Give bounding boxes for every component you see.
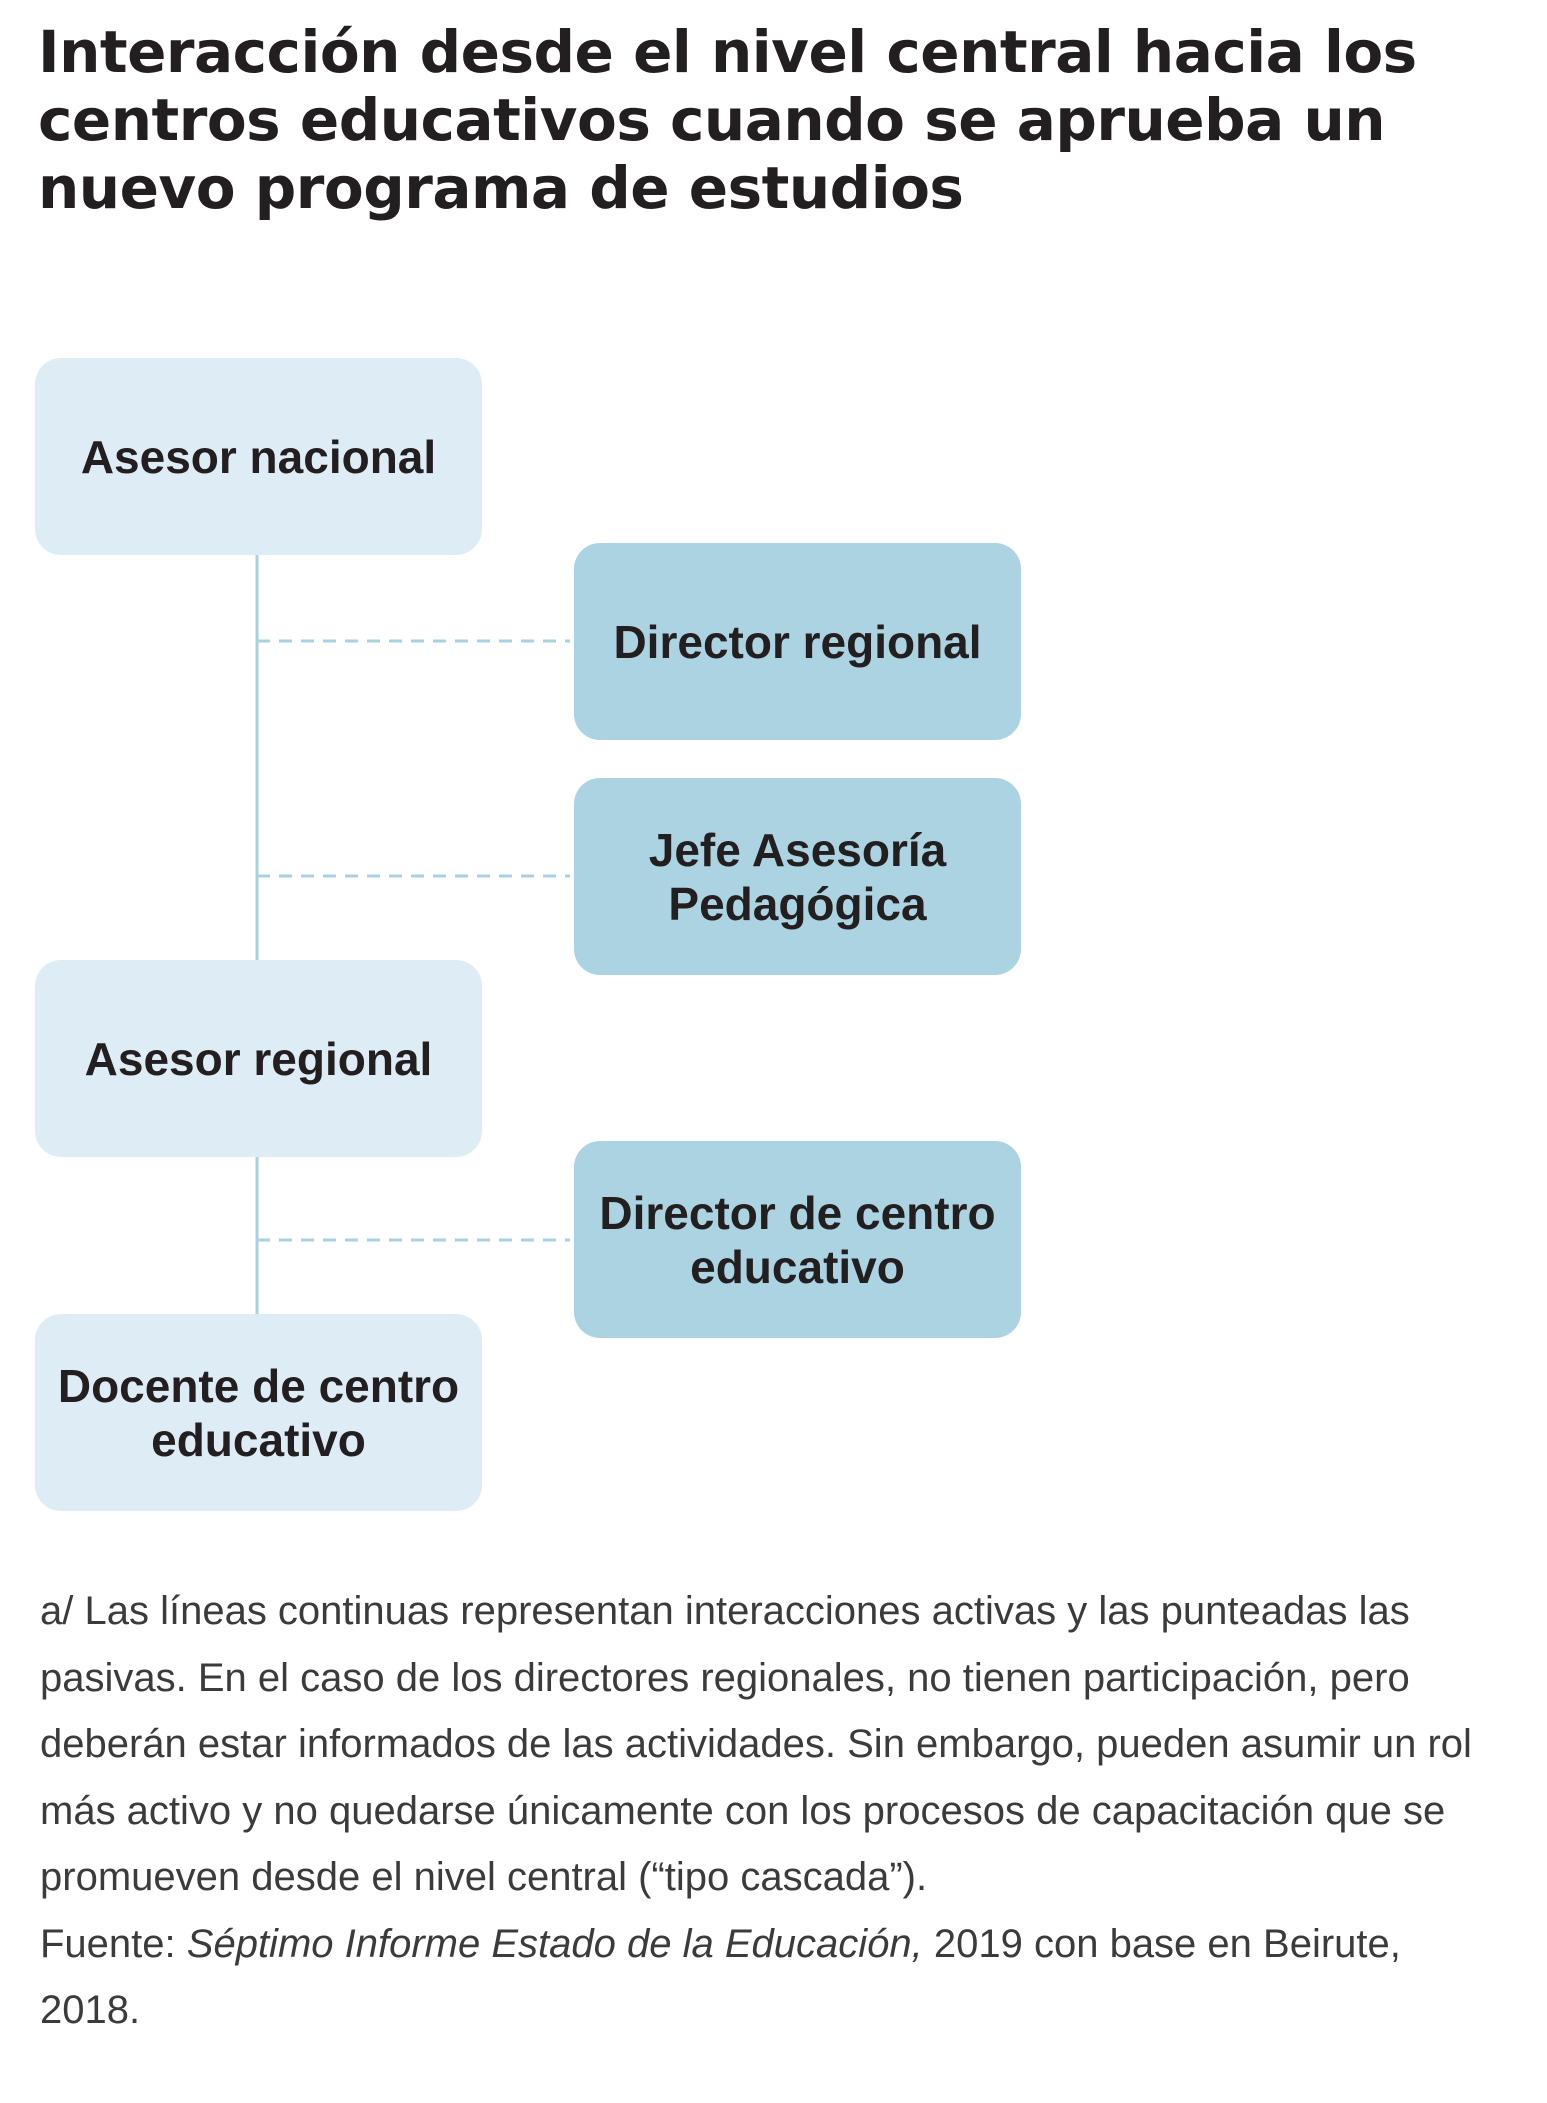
- node-label: Jefe Asesoría Pedagógica: [648, 823, 947, 930]
- source-prefix: Fuente:: [40, 1921, 187, 1966]
- node-docente-centro-educativo: Docente de centro educativo: [35, 1314, 482, 1511]
- node-label: Docente de centro educativo: [57, 1359, 460, 1466]
- node-asesor-regional: Asesor regional: [35, 960, 482, 1157]
- node-director-centro-educativo: Director de centro educativo: [574, 1141, 1021, 1338]
- page-title: Interacción desde el nivel central hacia…: [38, 18, 1417, 222]
- node-label: Director de centro educativo: [599, 1186, 996, 1293]
- footnote-text: a/ Las líneas continuas representan inte…: [40, 1589, 1472, 1899]
- node-label: Asesor nacional: [80, 430, 437, 483]
- node-jefe-asesoria-pedagogica: Jefe Asesoría Pedagógica: [574, 778, 1021, 975]
- source-suffix: 2019 con base en Beirute, 2018.: [40, 1921, 1401, 2033]
- node-asesor-nacional: Asesor nacional: [35, 358, 482, 555]
- source-title: Séptimo Informe Estado de la Educación,: [186, 1921, 923, 1966]
- footnote: a/ Las líneas continuas representan inte…: [40, 1578, 1510, 2044]
- org-diagram: Asesor nacional Director regional Jefe A…: [35, 358, 1021, 1511]
- node-label: Asesor regional: [84, 1032, 433, 1085]
- node-label: Director regional: [613, 615, 982, 668]
- node-director-regional: Director regional: [574, 543, 1021, 740]
- connector-lines: [255, 555, 570, 1314]
